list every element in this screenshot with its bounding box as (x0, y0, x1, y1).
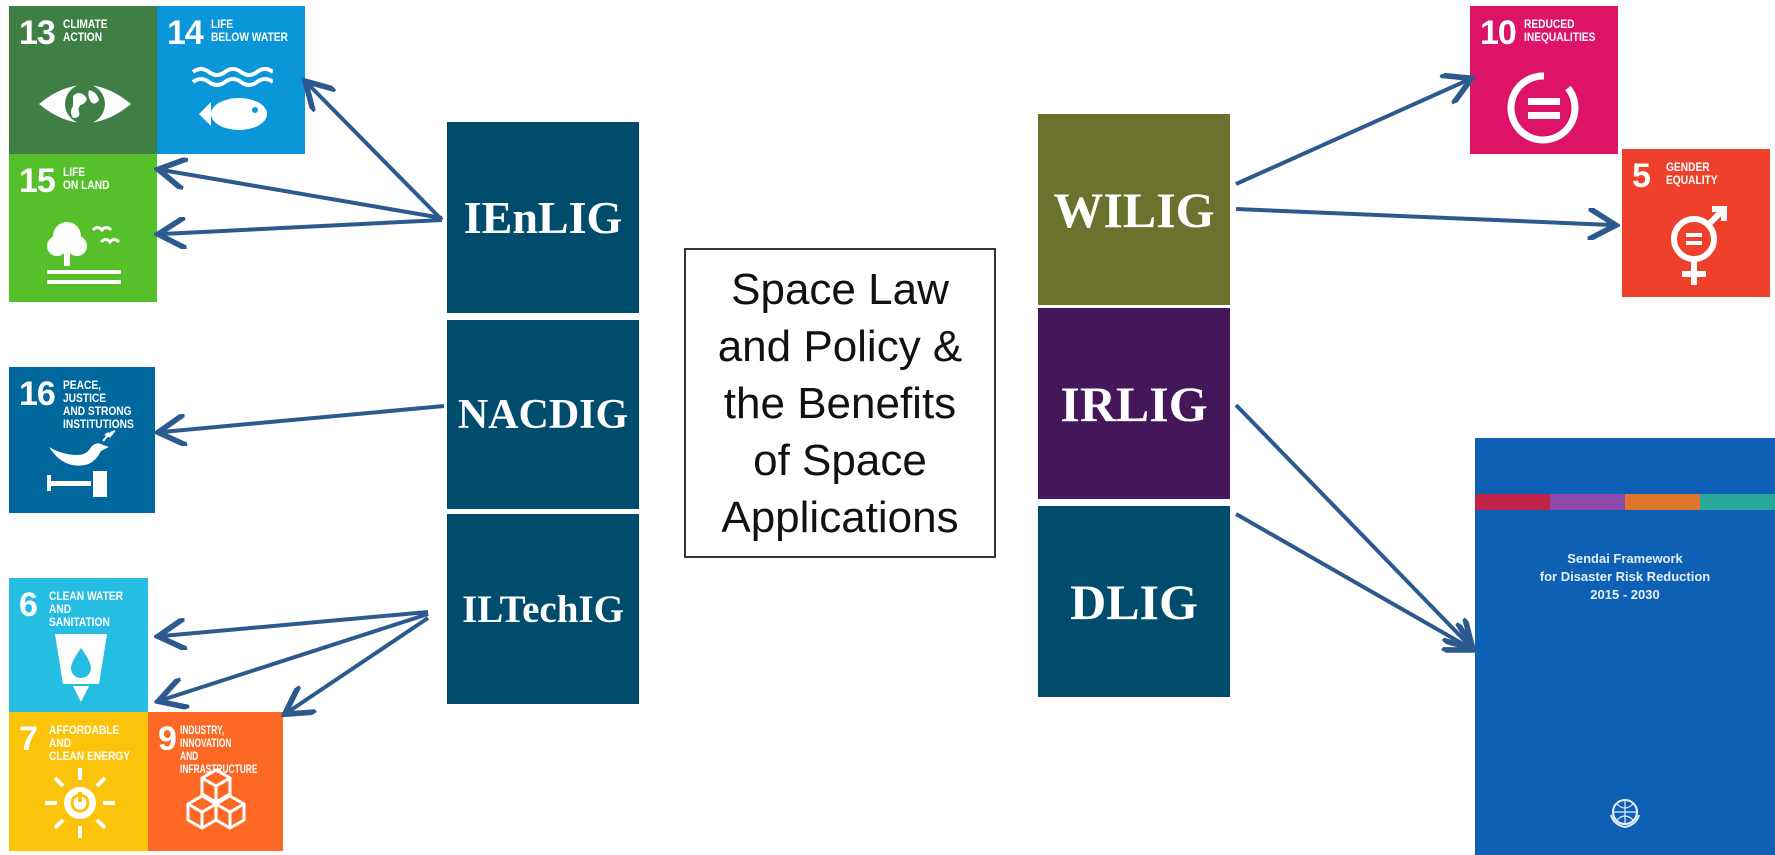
arrow-ienlig-sdg14 (308, 84, 444, 222)
sdg-number: 14 (167, 14, 204, 52)
sdg-label: PEACE, JUSTICE AND STRONG INSTITUTIONS (63, 378, 134, 431)
cover-stripe (1475, 494, 1550, 510)
sdg-label: INDUSTRY, INNOVATION AND INFRASTRUCTURE (180, 723, 258, 776)
sdg-16-tile: 16 PEACE, JUSTICE AND STRONG INSTITUTION… (9, 367, 155, 513)
sdg-label: REDUCED INEQUALITIES (1524, 17, 1596, 44)
sdg-number: 9 (158, 720, 177, 758)
sdg-13-tile: 13 CLIMATE ACTION (9, 6, 157, 154)
cover-title-line: 2015 - 2030 (1590, 587, 1660, 602)
sdg-label: AFFORDABLE AND CLEAN ENERGY (49, 723, 131, 763)
group-nacdig: NACDIG (447, 320, 639, 509)
arrow-wilig-sdg10 (1235, 80, 1468, 186)
arrow-ienlig-sdg15b (162, 220, 443, 234)
sdg-6-tile: 6 CLEAN WATER AND SANITATION (9, 578, 148, 712)
arrow-iltechig-sdg9 (288, 616, 430, 712)
group-label: IRLIG (1060, 375, 1208, 432)
arrow-ienlig-sdg15a (162, 170, 443, 220)
cover-title-line: Sendai Framework (1567, 551, 1683, 566)
group-iltechig: ILTechIG (447, 514, 639, 704)
sdg-number: 15 (19, 162, 56, 200)
cover-stripe (1625, 494, 1700, 510)
sdg-label: GENDER EQUALITY (1666, 160, 1718, 187)
arrow-dlig-sendai (1235, 512, 1470, 648)
sdg-number: 13 (19, 14, 56, 52)
cover-title-line: for Disaster Risk Reduction (1539, 569, 1711, 584)
sdg-5-tile: 5 GENDER EQUALITY (1622, 149, 1770, 297)
group-irlig: IRLIG (1038, 308, 1230, 499)
arrow-nacdig-sdg16 (162, 404, 445, 432)
center-title-line: of Space (753, 435, 927, 485)
tree-birds-icon (47, 222, 121, 284)
center-title-line: Applications (721, 492, 959, 542)
center-title-line: and Policy & (717, 321, 963, 371)
group-wilig: WILIG (1038, 114, 1230, 305)
sdg-number: 5 (1632, 157, 1651, 195)
cover-stripe (1700, 494, 1775, 510)
sdg-14-tile: 14 LIFE BELOW WATER (157, 6, 305, 154)
arrow-wilig-sdg5 (1235, 207, 1612, 225)
sdg-number: 10 (1480, 14, 1517, 52)
sdg-label: CLIMATE ACTION (63, 17, 108, 44)
equals-circle-icon (1507, 72, 1579, 144)
arrow-iltechig-sdg7 (162, 612, 429, 700)
sdg-7-tile: 7 AFFORDABLE AND CLEAN ENERGY (9, 712, 148, 851)
center-title-box: Space Law and Policy & the Benefits of S… (684, 248, 996, 558)
sdg-label: LIFE ON LAND (63, 165, 110, 192)
sdg-number: 6 (19, 586, 38, 624)
center-title-line: Space Law (731, 264, 949, 314)
group-dlig: DLIG (1038, 506, 1230, 697)
cover-stripe (1550, 494, 1625, 510)
cubes-icon (186, 768, 246, 830)
arrow-irlig-sendai (1234, 403, 1470, 646)
eye-globe-icon (39, 84, 131, 124)
sdg-number: 7 (19, 720, 38, 758)
group-label: WILIG (1053, 181, 1215, 238)
arrow-iltechig-sdg6 (162, 610, 429, 636)
group-label: ILTechIG (462, 587, 624, 631)
water-glass-icon (55, 634, 107, 702)
sdg-10-tile: 10 REDUCED INEQUALITIES (1470, 6, 1618, 154)
center-title-line: the Benefits (723, 378, 957, 428)
group-label: IEnLIG (463, 192, 623, 243)
sdg-number: 16 (19, 375, 56, 413)
sun-power-icon (45, 768, 115, 838)
group-label: NACDIG (457, 391, 629, 438)
sdg-label: CLEAN WATER AND SANITATION (49, 589, 124, 629)
group-ienlig: IEnLIG (447, 122, 639, 313)
un-emblem-icon (1610, 799, 1640, 829)
sendai-framework-cover: Sendai Framework for Disaster Risk Reduc… (1475, 438, 1775, 855)
sdg-label: LIFE BELOW WATER (211, 17, 288, 44)
group-label: DLIG (1070, 573, 1198, 630)
gender-symbol-icon (1671, 206, 1727, 285)
dove-gavel-icon (47, 430, 116, 497)
sdg-15-tile: 15 LIFE ON LAND (9, 154, 157, 302)
sdg-9-tile: 9 INDUSTRY, INNOVATION AND INFRASTRUCTUR… (148, 712, 283, 851)
fish-water-icon (191, 67, 273, 130)
